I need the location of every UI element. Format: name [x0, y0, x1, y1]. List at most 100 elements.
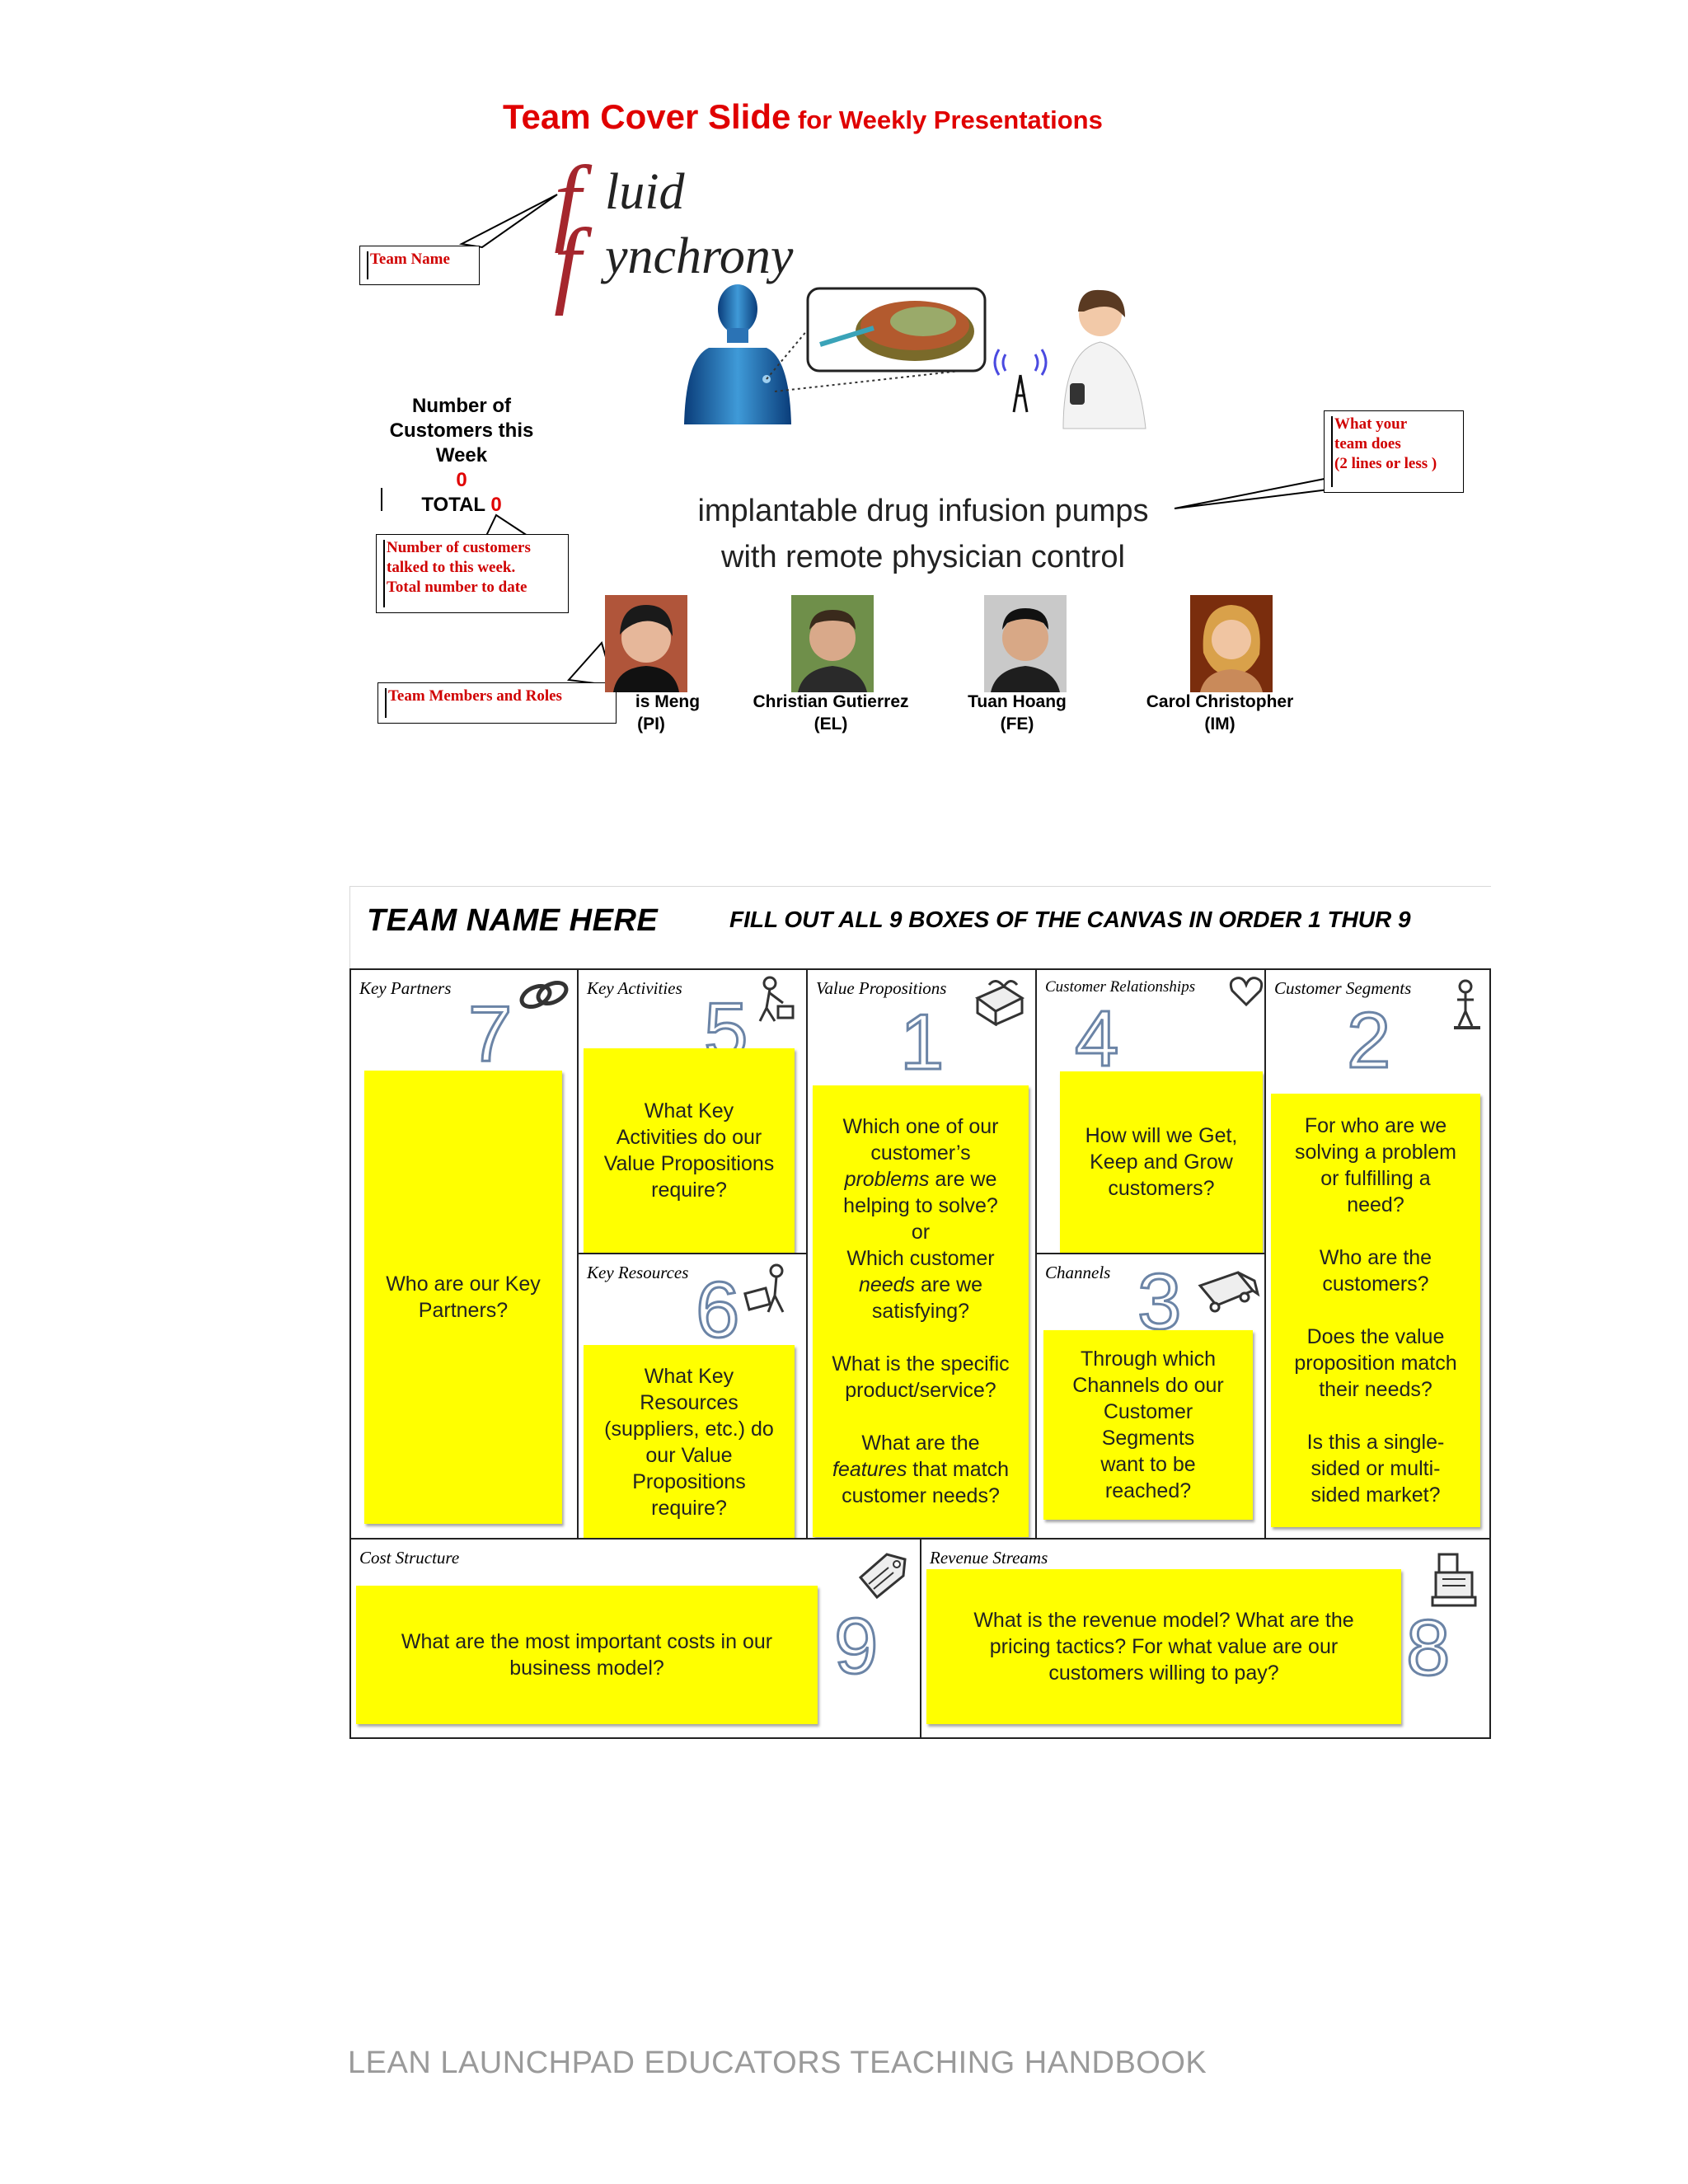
sticky-note: Who are our Key Partners? [364, 1071, 562, 1524]
cell-channels: Channels 3 Through which Channels do our… [1035, 1253, 1266, 1540]
total-label: TOTAL [421, 494, 485, 516]
step-number: 4 [1073, 995, 1119, 1083]
cell-title: Channels [1045, 1263, 1111, 1282]
canvas-team-name: TEAM NAME HERE [367, 903, 659, 938]
chain-link-icon [519, 980, 569, 1010]
step-number: 9 [832, 1602, 879, 1690]
sticky-note: Which one of our customer’s problems are… [813, 1085, 1029, 1537]
gift-box-icon [975, 980, 1025, 1026]
step-number: 7 [467, 990, 513, 1078]
callout-customer-count: Number of customers talked to this week.… [376, 534, 569, 613]
cover-slide-title: Team Cover Slide for Weekly Presentation… [503, 97, 1162, 137]
prompt-text: How will we Get, Keep and Grow customers… [1085, 1124, 1238, 1200]
member-photo-1 [605, 595, 687, 692]
cell-title: Revenue Streams [930, 1548, 1048, 1568]
customer-total-row: TOTAL 0 [371, 493, 552, 518]
cell-title: Key Resources [587, 1263, 689, 1282]
person-icon [1454, 979, 1480, 1029]
member-role: (IM) [1204, 715, 1236, 733]
sticky-note: Through which Channels do our Customer S… [1043, 1330, 1253, 1520]
customer-count-label: Number of Customers this Week [389, 395, 534, 466]
price-tag-icon [858, 1553, 907, 1600]
team-tagline: implantable drug infusion pumps with rem… [697, 494, 1149, 574]
forklift-worker-icon [743, 1263, 785, 1313]
logo-word-luid: luid [605, 164, 685, 220]
doctor-icon [1062, 289, 1146, 429]
antenna-icon [993, 349, 1048, 413]
member-role: (EL) [814, 715, 848, 733]
callout-team-members: Team Members and Roles [377, 682, 617, 724]
sticky-note: What Key Activities do our Value Proposi… [584, 1048, 795, 1253]
total-count: 0 [490, 494, 502, 516]
logo-f-glyph-top: f [554, 146, 581, 254]
member-card-1: is Meng (PI) [544, 691, 758, 735]
member-photo-4 [1190, 595, 1273, 692]
prompt-text: What Key Resources (suppliers, etc.) do … [604, 1365, 774, 1520]
cover-title-sub: for Weekly Presentations [790, 105, 1103, 134]
pump-device-icon [806, 287, 987, 373]
prompt-text: What Key Activities do our Value Proposi… [603, 1099, 775, 1202]
member-role: (FE) [1000, 715, 1034, 733]
member-photo-2 [791, 595, 874, 692]
callout-what-team-does: What your team does (2 lines or less ) [1324, 410, 1464, 493]
canvas-header: TEAM NAME HERE FILL OUT ALL 9 BOXES OF T… [349, 886, 1491, 968]
cell-revenue-streams: Revenue Streams 8 What is the revenue mo… [920, 1538, 1491, 1739]
logo-f-glyph-bottom: f [554, 209, 581, 316]
member-card-4: Carol Christopher (IM) [1113, 691, 1327, 735]
human-body-icon [684, 284, 791, 424]
cover-title-main: Team Cover Slide [503, 97, 791, 136]
member-role: (PI) [637, 715, 665, 733]
cell-title: Key Partners [359, 978, 452, 998]
cell-title: Customer Relationships [1045, 978, 1196, 996]
cell-customer-segments: Customer Segments 2 For who are we solvi… [1264, 968, 1491, 1540]
business-model-canvas: TEAM NAME HERE FILL OUT ALL 9 BOXES OF T… [349, 886, 1491, 1739]
customer-count-block: Number of Customers this Week 0 TOTAL 0 [371, 394, 552, 518]
heart-icon [1229, 977, 1264, 1007]
prompt-text: Through which Channels do our Customer S… [1072, 1347, 1224, 1502]
prompt-text: What is the revenue model? What are the … [973, 1609, 1354, 1685]
step-number: 3 [1136, 1258, 1182, 1346]
step-number: 8 [1404, 1604, 1451, 1692]
cell-customer-relationships: Customer Relationships 4 How will we Get… [1035, 968, 1266, 1254]
sticky-note: How will we Get, Keep and Grow customers… [1060, 1071, 1263, 1253]
step-number: 2 [1345, 996, 1391, 1085]
truck-icon [1198, 1271, 1260, 1313]
canvas-instruction: FILL OUT ALL 9 BOXES OF THE CANVAS IN OR… [729, 907, 1411, 932]
prompt-text: What are the most important costs in our… [401, 1630, 773, 1680]
cell-title: Cost Structure [359, 1548, 460, 1568]
cell-title: Value Propositions [816, 978, 947, 998]
logo-word-ynchrony: ynchrony [605, 228, 794, 284]
member-name: Christian Gutierrez [753, 692, 909, 711]
team-logo: f luid f ynchrony [554, 152, 834, 312]
prompt-text: For who are we solving a problem or fulf… [1294, 1114, 1457, 1507]
sticky-note: What are the most important costs in our… [356, 1586, 818, 1724]
member-photo-3 [984, 595, 1067, 692]
callout-team-name: Team Name [359, 246, 480, 285]
prompt-text: Who are our Key Partners? [386, 1272, 541, 1322]
step-number: 1 [898, 998, 945, 1086]
cell-key-partners: Key Partners 7 Who are our Key Partners? [349, 968, 579, 1540]
cell-title: Customer Segments [1274, 978, 1412, 998]
prompt-text: Which one of our customer’s problems are… [832, 1115, 1010, 1507]
text-cursor-mark [381, 488, 382, 511]
member-name: Carol Christopher [1146, 692, 1294, 711]
member-card-2: Christian Gutierrez (EL) [724, 691, 938, 735]
worker-icon [758, 976, 795, 1022]
cell-title: Key Activities [587, 978, 682, 998]
sticky-note: What Key Resources (suppliers, etc.) do … [584, 1345, 795, 1540]
callout-pointers [458, 194, 1329, 687]
member-card-3: Tuan Hoang (FE) [910, 691, 1124, 735]
step-number: 6 [694, 1266, 740, 1354]
customer-week-count: 0 [456, 469, 467, 491]
cell-key-activities: Key Activities 5 What Key Activities do … [577, 968, 808, 1254]
cell-cost-structure: Cost Structure 9 What are the most impor… [349, 1538, 921, 1739]
pump-illustration [684, 284, 1146, 429]
sticky-note: What is the revenue model? What are the … [926, 1569, 1401, 1724]
cell-key-resources: Key Resources 6 What Key Resources (supp… [577, 1253, 808, 1540]
sticky-note: For who are we solving a problem or fulf… [1271, 1094, 1480, 1527]
cell-value-propositions: Value Propositions 1 Which one of our cu… [806, 968, 1037, 1540]
cash-register-icon [1431, 1553, 1477, 1607]
member-name: Tuan Hoang [968, 692, 1067, 711]
member-name: is Meng [635, 692, 701, 711]
page-footer: LEAN LAUNCHPAD EDUCATORS TEACHING HANDBO… [348, 2046, 1207, 2080]
